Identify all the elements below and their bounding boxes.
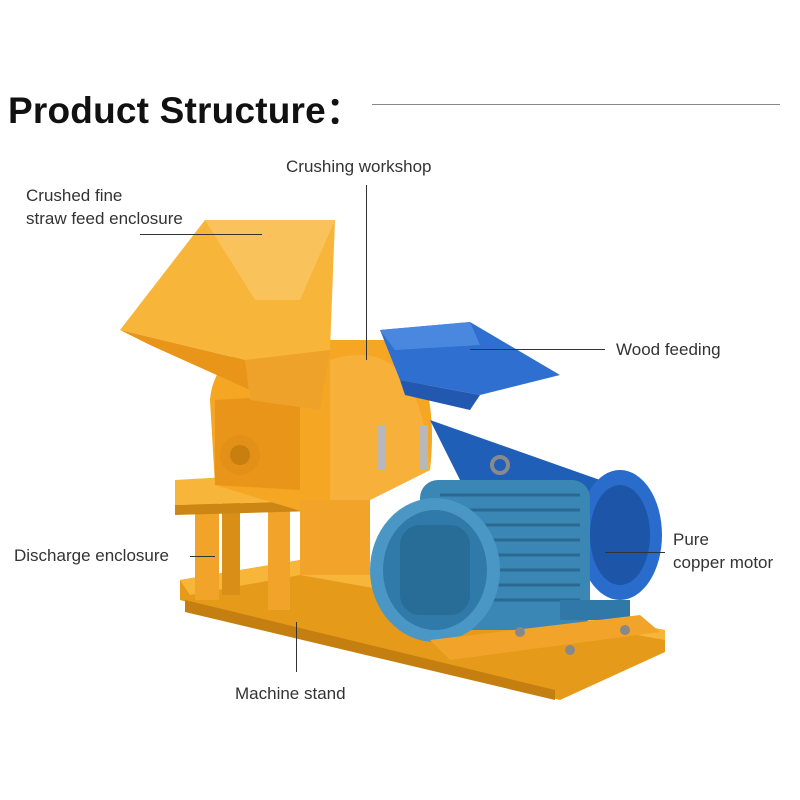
leader-crushing-workshop xyxy=(366,185,367,360)
label-motor-line1: Pure xyxy=(673,530,709,549)
label-discharge-enclosure: Discharge enclosure xyxy=(14,546,169,565)
page-title: Product Structure： xyxy=(8,90,364,131)
wood-feeding-tray xyxy=(380,322,560,410)
leader-wood-feeding xyxy=(470,349,605,350)
label-motor-line2: copper motor xyxy=(673,553,774,572)
label-wood-feeding: Wood feeding xyxy=(616,340,721,359)
copper-motor xyxy=(370,455,630,642)
leader-straw-feed-enclosure xyxy=(140,234,262,235)
motor-base-rails xyxy=(430,615,660,660)
label-straw-feed-enclosure: Crushed fine straw feed enclosure xyxy=(26,184,183,230)
label-copper-motor: Pure copper motor xyxy=(673,528,773,574)
title-divider xyxy=(372,104,780,105)
leader-copper-motor xyxy=(605,552,665,553)
straw-feed-hopper xyxy=(120,220,335,410)
label-crushing-workshop: Crushing workshop xyxy=(286,157,432,176)
label-machine-stand: Machine stand xyxy=(235,684,346,703)
label-straw-feed-line1: Crushed fine xyxy=(26,186,123,205)
leader-discharge-enclosure xyxy=(190,556,215,557)
leader-machine-stand xyxy=(296,622,297,672)
label-straw-feed-line2: straw feed enclosure xyxy=(26,209,183,228)
